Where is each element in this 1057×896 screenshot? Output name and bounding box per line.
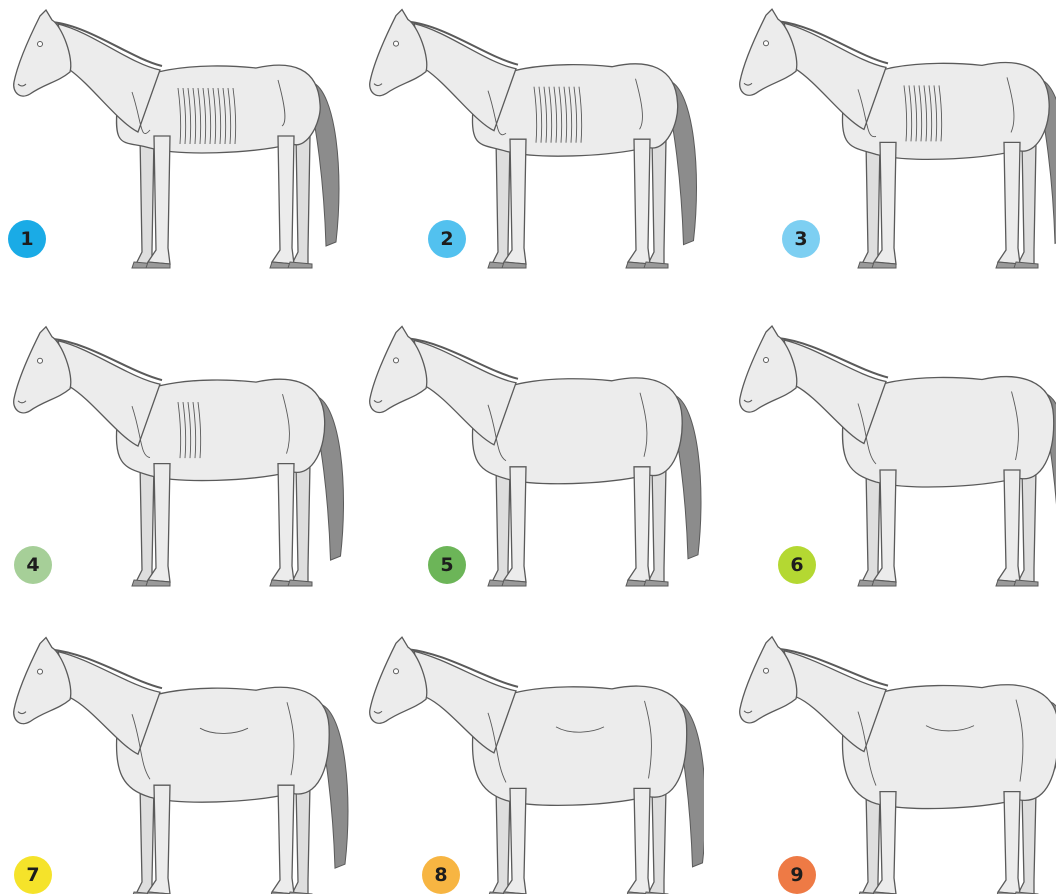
far-hindleg	[1018, 792, 1036, 894]
horse-illustration-8	[352, 596, 704, 894]
score-label-4: 4	[26, 554, 39, 576]
near-hindleg	[998, 470, 1020, 582]
horse-figure	[370, 637, 704, 894]
horse-eye	[764, 41, 769, 46]
horse-illustration-1	[0, 0, 352, 298]
score-label-1: 1	[20, 228, 33, 250]
horse-eye	[394, 41, 399, 46]
score-badge-5: 5	[428, 546, 466, 584]
far-foreleg	[492, 467, 510, 584]
horse-figure	[370, 326, 701, 586]
horse-figure	[14, 638, 348, 894]
condition-panel-1: 1	[0, 0, 352, 298]
far-foreleg	[492, 788, 510, 894]
score-badge-2: 2	[428, 220, 466, 258]
horse-figure	[14, 10, 339, 268]
horse-eye	[394, 358, 399, 363]
score-label-2: 2	[440, 228, 453, 250]
far-foreleg	[136, 464, 154, 584]
horse-figure	[740, 637, 1056, 894]
score-label-8: 8	[434, 864, 447, 886]
score-badge-7: 7	[14, 856, 52, 894]
horse-illustration-3	[704, 0, 1056, 298]
score-label-9: 9	[790, 864, 803, 886]
score-label-6: 6	[790, 554, 803, 576]
horse-eye	[764, 668, 769, 673]
condition-panel-8: 8	[352, 596, 704, 894]
near-hindleg	[628, 139, 650, 264]
near-hindleg	[272, 785, 294, 894]
horse-illustration-6	[704, 298, 1056, 596]
condition-panel-4: 4	[0, 298, 352, 596]
horse-eye	[38, 358, 43, 363]
far-foreleg	[862, 142, 880, 266]
near-hindleg	[628, 788, 650, 894]
near-hindleg	[272, 136, 294, 264]
far-foreleg	[862, 792, 880, 894]
horse-figure	[14, 327, 344, 586]
condition-panel-6: 6	[704, 298, 1056, 596]
far-foreleg	[136, 136, 154, 266]
score-label-3: 3	[794, 228, 807, 250]
condition-panel-7: 7	[0, 596, 352, 894]
horse-figure	[370, 10, 697, 268]
horse-figure	[740, 326, 1056, 586]
score-badge-9: 9	[778, 856, 816, 894]
horse-eye	[38, 42, 43, 47]
far-hindleg	[292, 136, 310, 266]
far-foreleg	[136, 785, 154, 894]
far-hindleg	[648, 139, 666, 266]
far-hindleg	[1018, 142, 1036, 266]
horse-eye	[394, 669, 399, 674]
far-foreleg	[862, 470, 880, 584]
near-hindleg	[998, 142, 1020, 264]
horse-eye	[764, 358, 769, 363]
condition-panel-5: 5	[352, 298, 704, 596]
near-hindleg	[272, 464, 294, 582]
near-hindleg	[998, 792, 1020, 894]
score-label-5: 5	[440, 554, 453, 576]
far-hindleg	[648, 467, 666, 584]
horse-eye	[38, 669, 43, 674]
far-hindleg	[292, 464, 310, 584]
horse-illustration-9	[704, 596, 1056, 894]
far-foreleg	[492, 139, 510, 266]
far-hindleg	[1018, 470, 1036, 584]
condition-panel-9: 9	[704, 596, 1056, 894]
score-label-7: 7	[26, 864, 39, 886]
far-hindleg	[292, 785, 310, 894]
score-badge-4: 4	[14, 546, 52, 584]
horse-illustration-4	[0, 298, 352, 596]
horse-illustration-2	[352, 0, 704, 298]
near-hindleg	[628, 467, 650, 582]
condition-panel-3: 3	[704, 0, 1056, 298]
score-badge-3: 3	[782, 220, 820, 258]
horse-illustration-7	[0, 596, 352, 894]
horse-illustration-5	[352, 298, 704, 596]
condition-panel-2: 2	[352, 0, 704, 298]
score-badge-8: 8	[422, 856, 460, 894]
score-badge-1: 1	[8, 220, 46, 258]
far-hindleg	[648, 788, 666, 894]
score-badge-6: 6	[778, 546, 816, 584]
